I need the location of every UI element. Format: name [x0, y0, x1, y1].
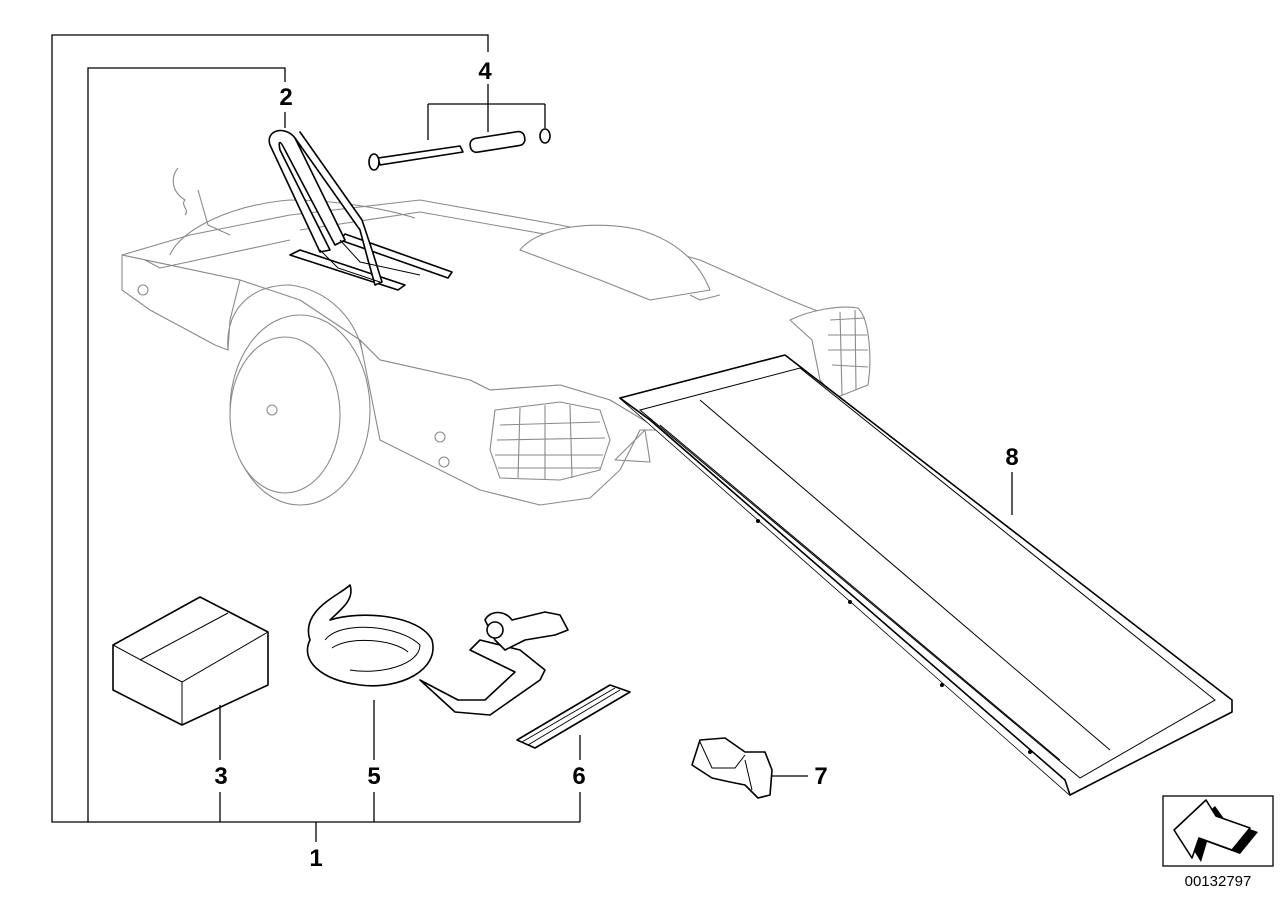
orientation-box: [1162, 795, 1274, 867]
callout-7: 7: [814, 763, 827, 790]
loading-ramp-part: [619, 354, 1233, 796]
bolt-set-part: [368, 128, 551, 171]
document-number: 00132797: [1185, 873, 1252, 890]
callout-labels: 1 2 3 4 5 6 7 8: [214, 58, 1018, 872]
callout-3: 3: [214, 763, 227, 790]
callout-8: 8: [1005, 444, 1018, 471]
direction-arrow-icon: [1173, 799, 1258, 862]
callout-2: 2: [279, 84, 292, 111]
velcro-strip-part: [516, 684, 631, 749]
box-part: [112, 596, 269, 726]
callout-4: 4: [478, 58, 492, 85]
buckle-clip-part: [691, 737, 773, 799]
callout-5: 5: [367, 763, 380, 790]
leader-lines: [51, 34, 1013, 842]
callout-1: 1: [309, 845, 322, 872]
wheel-chock-part: [268, 129, 453, 291]
ratchet-strap-part: [306, 584, 569, 716]
callout-6: 6: [572, 763, 585, 790]
